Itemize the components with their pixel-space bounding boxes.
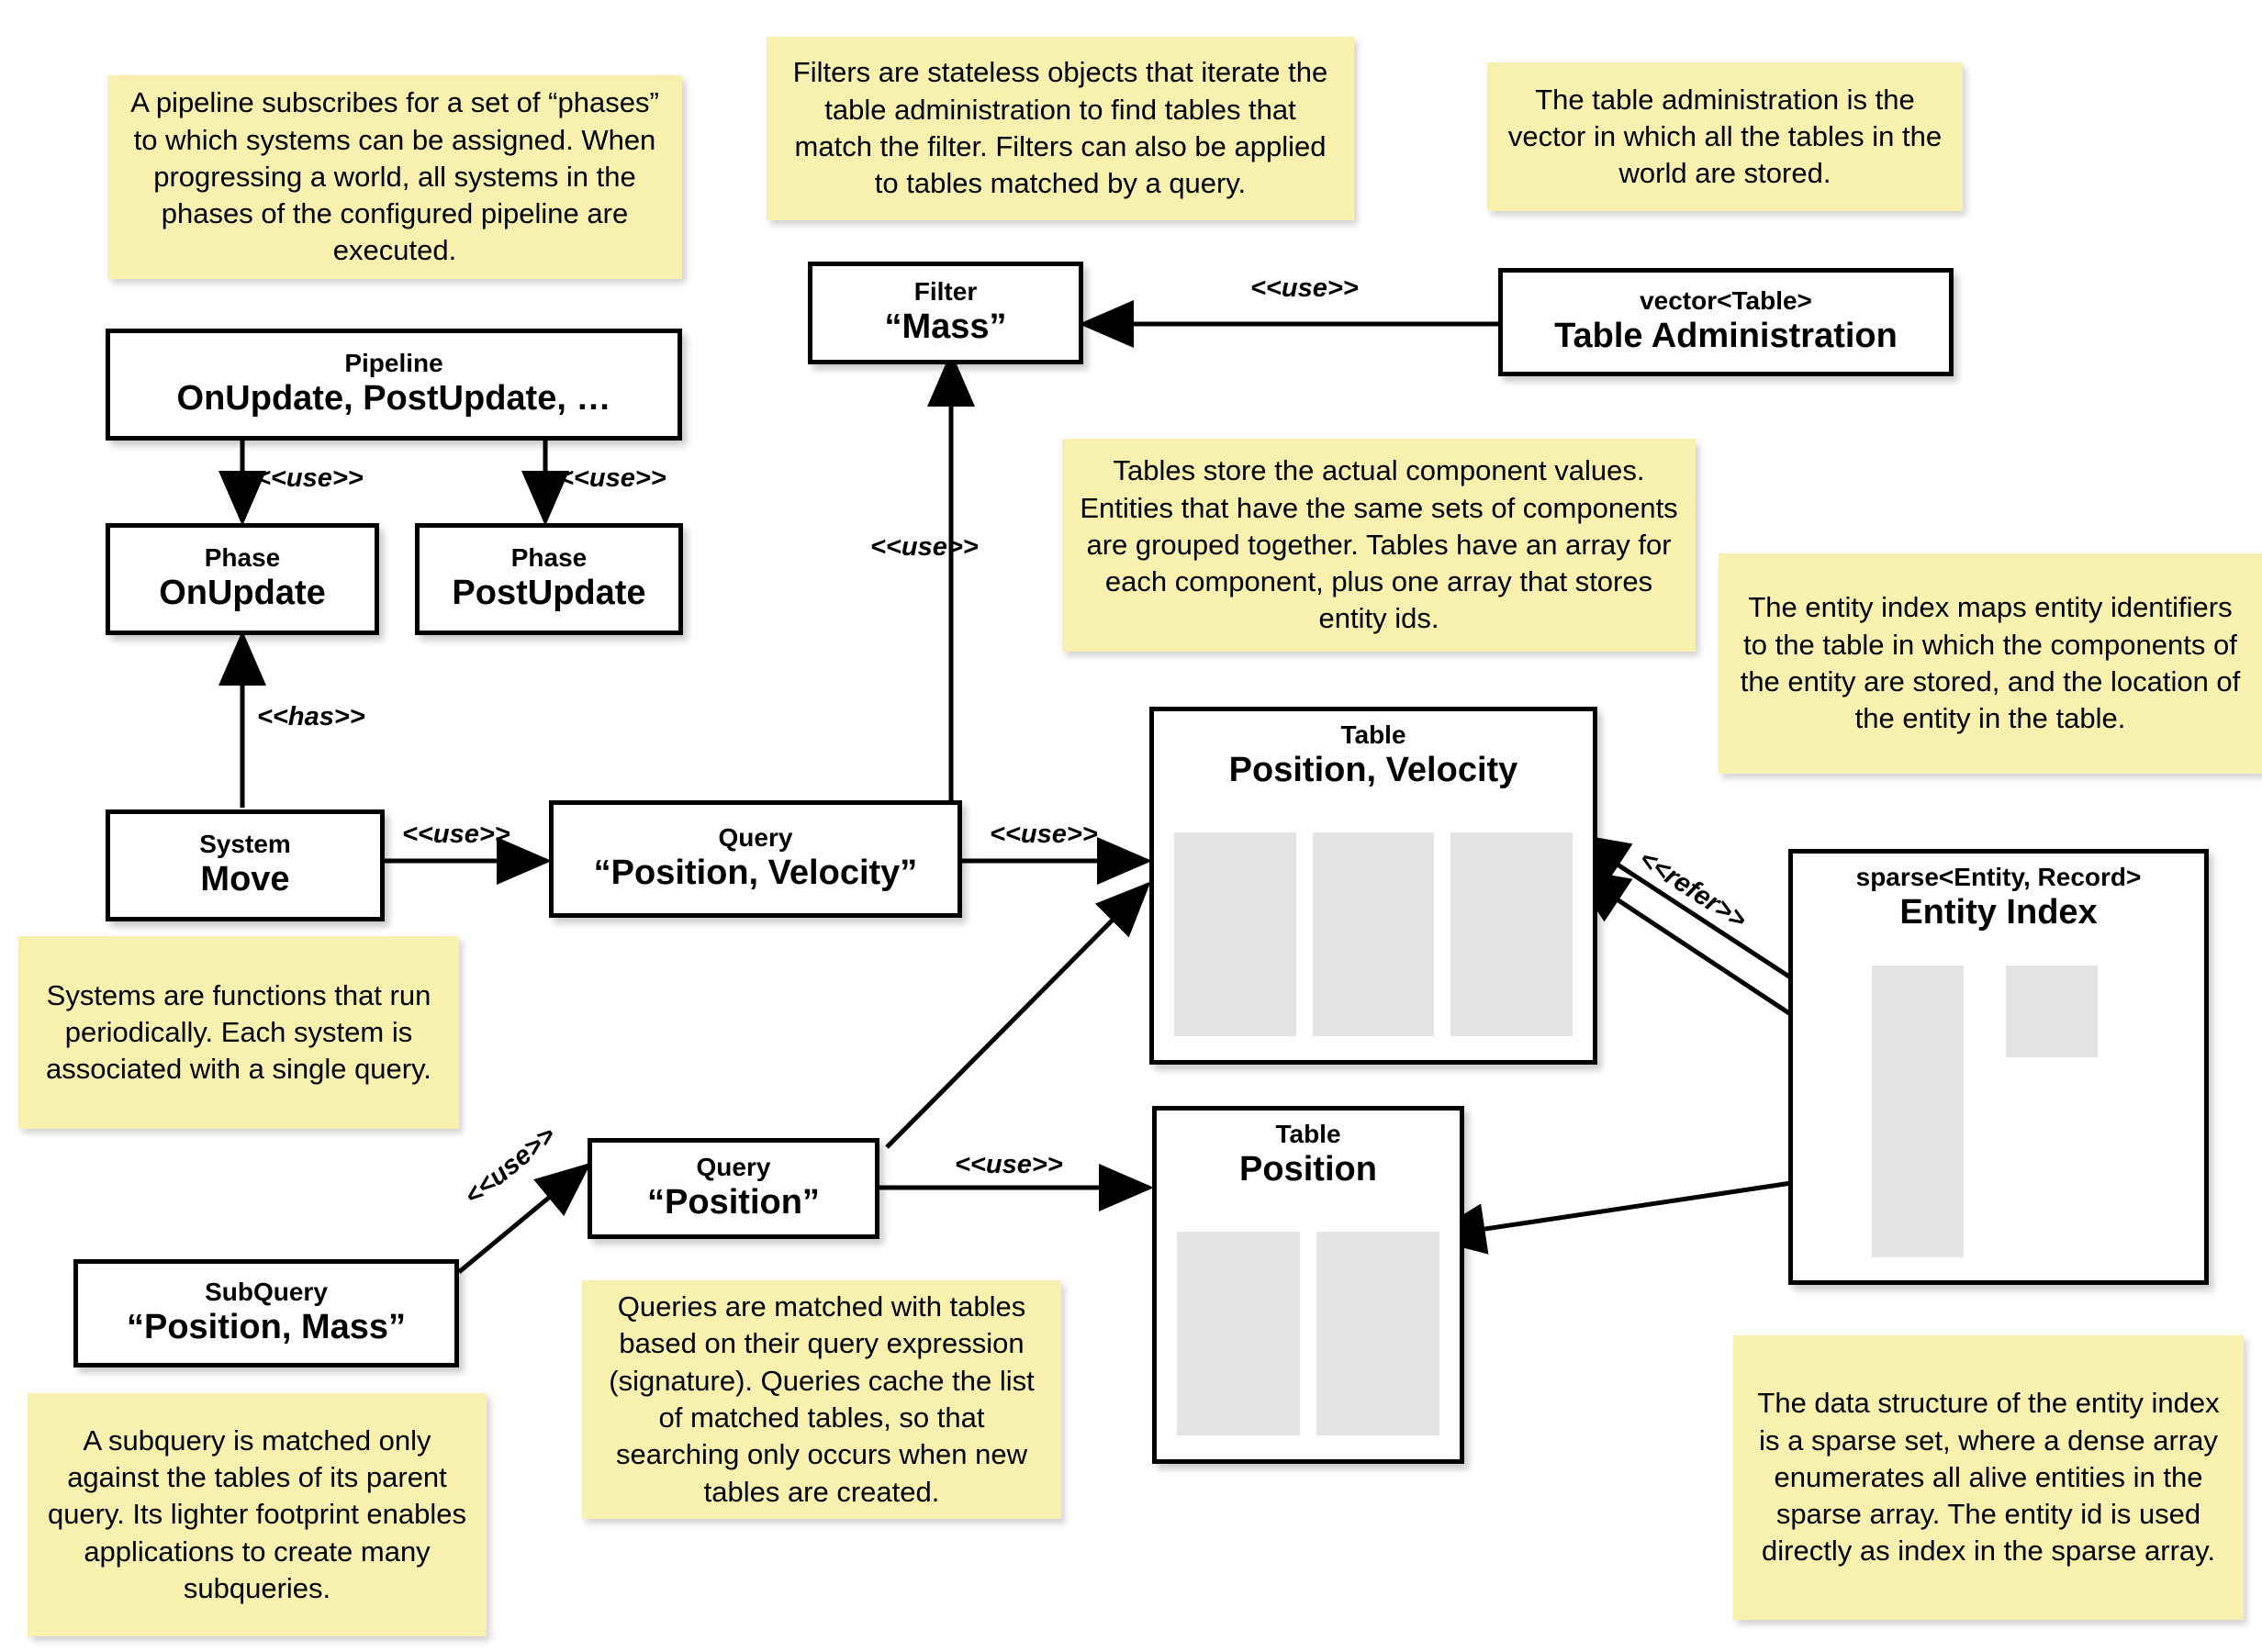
node-query-position-velocity-stereotype: Query	[718, 823, 793, 853]
node-phase-onupdate-name: OnUpdate	[159, 574, 326, 613]
dense-array	[2006, 966, 2098, 1057]
edge-label-query-use-filter: <<use>>	[870, 532, 979, 562]
node-table-administration-stereotype: vector<Table>	[1640, 286, 1812, 316]
node-query-position-velocity[interactable]: Query “Position, Velocity”	[549, 800, 962, 918]
node-table-position-arrays	[1157, 1111, 1460, 1459]
node-system-move-name: Move	[200, 860, 290, 899]
node-subquery-position-mass-stereotype: SubQuery	[205, 1278, 328, 1307]
component-array	[1177, 1232, 1300, 1435]
node-query-position[interactable]: Query “Position”	[588, 1138, 879, 1239]
note-entity-index-text: The entity index maps entity identifiers…	[1740, 591, 2241, 735]
node-query-position-stereotype: Query	[696, 1153, 771, 1182]
node-query-position-name: “Position”	[647, 1183, 820, 1222]
note-filter: Filters are stateless objects that itera…	[767, 37, 1354, 220]
note-queries: Queries are matched with tables based on…	[582, 1280, 1061, 1519]
node-table-position-header: Table Position	[1157, 1111, 1460, 1191]
note-systems-text: Systems are functions that run periodica…	[46, 978, 431, 1086]
note-systems: Systems are functions that run periodica…	[18, 936, 459, 1129]
note-filter-text: Filters are stateless objects that itera…	[792, 56, 1328, 200]
node-phase-postupdate-name: PostUpdate	[452, 574, 646, 613]
edge-label-index-refer-table: <<refer>>	[1633, 844, 1752, 935]
node-pipeline-name: OnUpdate, PostUpdate, …	[176, 379, 611, 419]
edge-label-system-use-query: <<use>>	[402, 820, 510, 849]
edge-label-pipeline-postupdate: <<use>>	[558, 463, 666, 493]
note-table-admin: The table administration is the vector i…	[1487, 62, 1963, 211]
node-system-move[interactable]: System Move	[106, 809, 385, 921]
node-entity-index[interactable]: sparse<Entity, Record> Entity Index	[1788, 849, 2209, 1285]
node-table-administration-name: Table Administration	[1554, 317, 1898, 356]
node-table-position-velocity[interactable]: Table Position, Velocity	[1149, 707, 1597, 1065]
node-entity-index-stereotype: sparse<Entity, Record>	[1855, 863, 2142, 891]
note-sparse-set: The data structure of the entity index i…	[1733, 1335, 2244, 1620]
note-queries-text: Queries are matched with tables based on…	[609, 1290, 1035, 1508]
note-subquery: A subquery is matched only against the t…	[28, 1393, 487, 1636]
node-query-position-velocity-name: “Position, Velocity”	[593, 854, 918, 893]
node-table-administration[interactable]: vector<Table> Table Administration	[1498, 268, 1954, 376]
node-pipeline-stereotype: Pipeline	[344, 349, 443, 378]
node-entity-index-header: sparse<Entity, Record> Entity Index	[1793, 854, 2204, 934]
node-subquery-position-mass[interactable]: SubQuery “Position, Mass”	[73, 1259, 459, 1367]
node-phase-postupdate-stereotype: Phase	[510, 543, 588, 573]
node-table-position-velocity-name: Position, Velocity	[1228, 751, 1518, 790]
component-array	[1312, 832, 1435, 1036]
node-phase-onupdate[interactable]: Phase OnUpdate	[106, 523, 379, 635]
note-tables-text: Tables store the actual component values…	[1080, 454, 1678, 635]
note-subquery-text: A subquery is matched only against the t…	[47, 1423, 467, 1604]
note-sparse-set-text: The data structure of the entity index i…	[1757, 1387, 2220, 1568]
edge-label-system-has-phase: <<has>>	[257, 702, 365, 731]
edge-label-query-use-table: <<use>>	[990, 820, 1098, 849]
note-table-admin-text: The table administration is the vector i…	[1507, 83, 1943, 190]
node-table-position-velocity-arrays	[1154, 711, 1593, 1060]
entity-id-array	[1316, 1232, 1439, 1435]
node-system-move-stereotype: System	[199, 830, 291, 859]
component-array	[1174, 832, 1296, 1036]
note-pipeline: A pipeline subscribes for a set of “phas…	[107, 75, 682, 279]
note-tables: Tables store the actual component values…	[1062, 439, 1696, 652]
node-filter-mass-name: “Mass”	[884, 307, 1007, 347]
node-pipeline[interactable]: Pipeline OnUpdate, PostUpdate, …	[106, 329, 682, 441]
node-table-position-name: Position	[1239, 1150, 1377, 1189]
node-subquery-position-mass-name: “Position, Mass”	[126, 1308, 407, 1347]
node-table-position-velocity-stereotype: Table	[1340, 720, 1406, 749]
sparse-array	[1872, 966, 1964, 1257]
node-table-position-stereotype: Table	[1275, 1120, 1341, 1148]
edge-label-subquery-use-query: <<use>>	[459, 1120, 562, 1211]
entity-id-array	[1450, 832, 1573, 1036]
node-phase-postupdate[interactable]: Phase PostUpdate	[415, 523, 683, 635]
node-entity-index-name: Entity Index	[1899, 893, 2098, 932]
note-entity-index: The entity index maps entity identifiers…	[1719, 553, 2262, 774]
edge-label-pipeline-onupdate: <<use>>	[255, 463, 364, 493]
node-table-position-velocity-header: Table Position, Velocity	[1154, 711, 1593, 792]
edge-label-queryposition-use-table: <<use>>	[955, 1150, 1063, 1179]
note-pipeline-text: A pipeline subscribes for a set of “phas…	[130, 86, 659, 267]
node-table-position[interactable]: Table Position	[1152, 1106, 1464, 1464]
node-phase-onupdate-stereotype: Phase	[204, 543, 281, 573]
node-filter-mass-stereotype: Filter	[913, 277, 978, 307]
edge-label-tableadmin-use-filter: <<use>>	[1250, 273, 1359, 303]
node-filter-mass[interactable]: Filter “Mass”	[808, 262, 1083, 364]
